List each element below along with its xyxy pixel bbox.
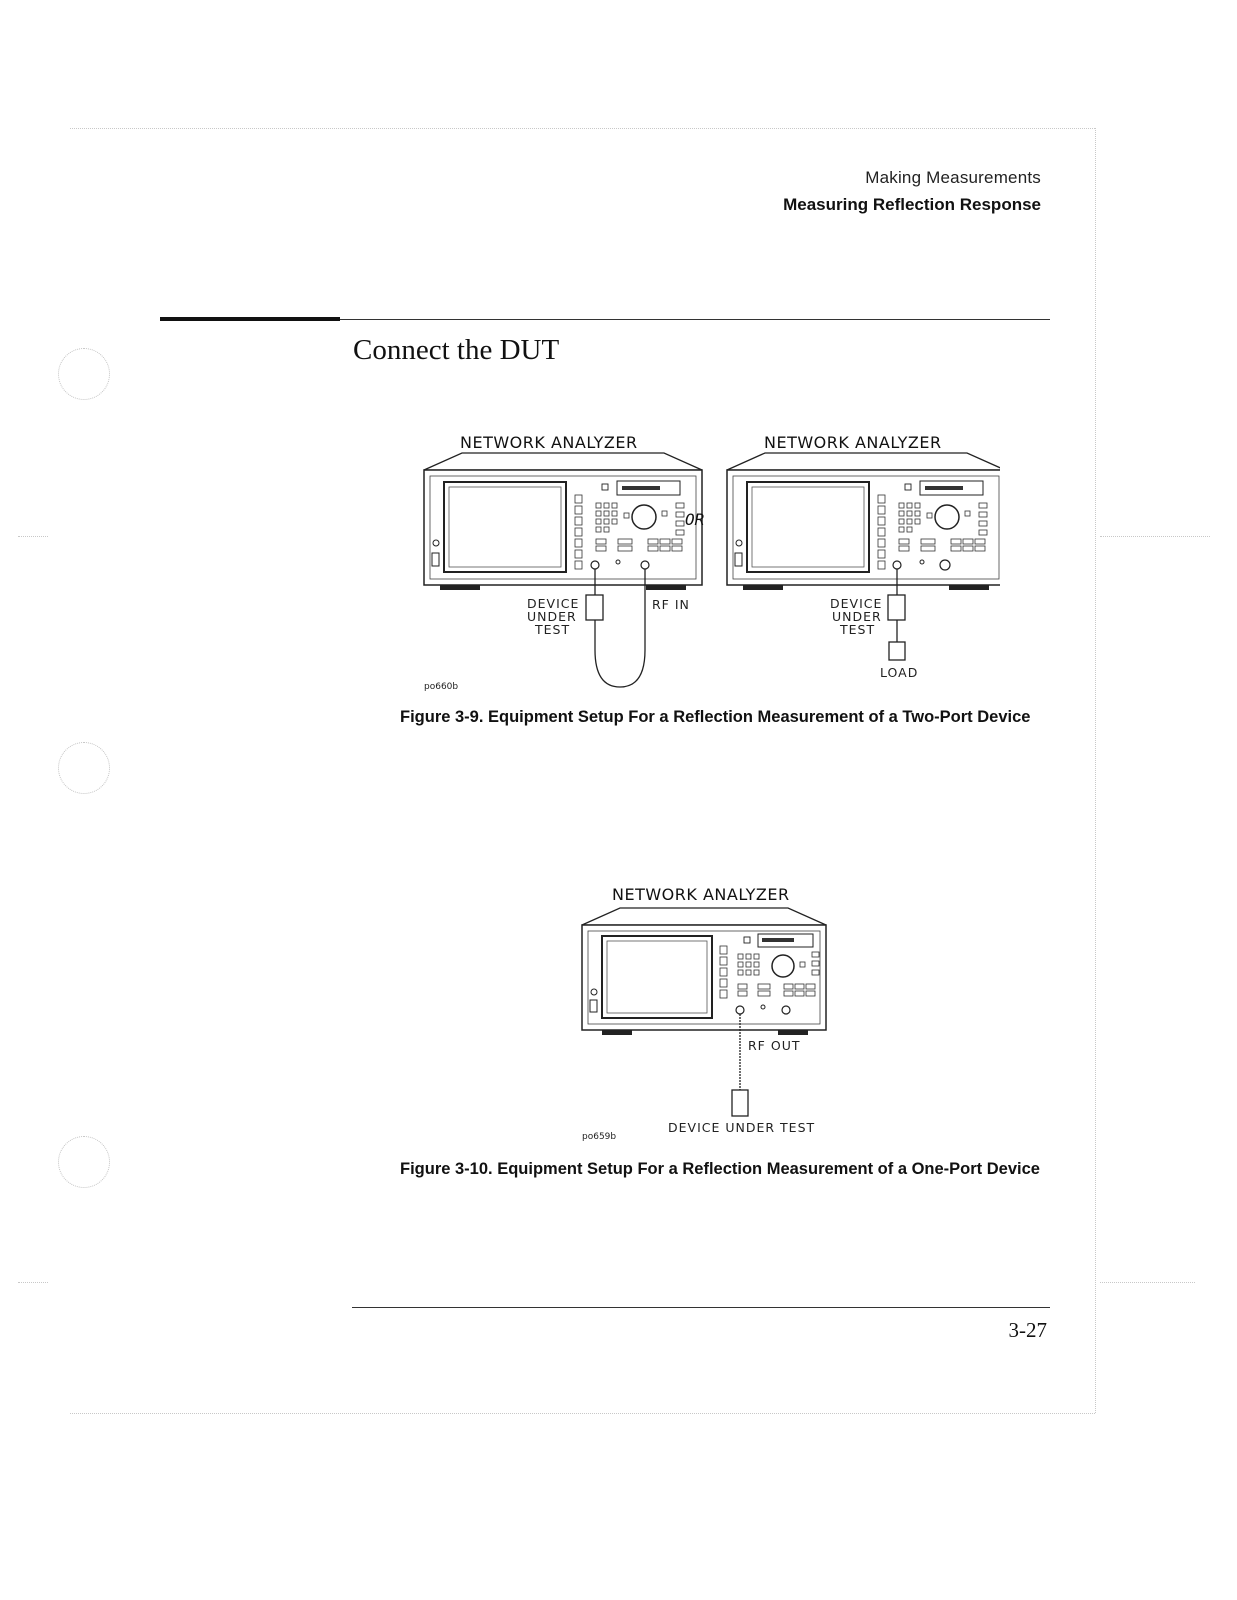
page-edge-right (1095, 128, 1096, 1413)
margin-tick-left-1 (18, 536, 48, 537)
section-title: Connect the DUT (353, 334, 560, 366)
figure-3-10-diagram: NETWORK ANALYZER RF OUT DEVICE UNDER TES… (581, 885, 827, 1142)
section-rule-thin (340, 319, 1050, 320)
figure-3-9-diagram: NETWORK ANALYZER NETWORK ANALYZER OR DEV… (423, 433, 1000, 692)
or-label: OR (685, 510, 704, 529)
left-network-analyzer (423, 452, 703, 591)
dut-label-line2: UNDER (527, 609, 577, 624)
figure-3-10-caption: Figure 3-10. Equipment Setup For a Refle… (400, 1160, 1040, 1178)
right-dut-label-line3: TEST (839, 622, 875, 637)
running-header-topic: Measuring Reflection Response (783, 195, 1041, 214)
punch-hole-bottom (58, 1136, 110, 1188)
footer-rule (352, 1307, 1050, 1308)
rf-out-label: RF OUT (748, 1038, 800, 1053)
right-analyzer-label: NETWORK ANALYZER (764, 433, 942, 452)
dut-label-line1: DEVICE (527, 596, 579, 611)
page-edge-bottom (70, 1413, 1095, 1414)
right-network-analyzer (726, 452, 1000, 591)
rf-in-label: RF IN (652, 597, 690, 612)
one-port-network-analyzer (581, 907, 827, 1036)
punch-hole-middle (58, 742, 110, 794)
margin-tick-left-2 (18, 1282, 48, 1283)
punch-hole-top (58, 348, 110, 400)
dut-label-line3: TEST (534, 622, 570, 637)
figure-3-9-id: po660b (424, 682, 458, 692)
margin-tick-right-2 (1100, 1282, 1195, 1283)
section-rule-thick (160, 317, 340, 321)
load-label: LOAD (880, 665, 918, 680)
right-dut-label-line1: DEVICE (830, 596, 882, 611)
left-analyzer-label: NETWORK ANALYZER (460, 433, 638, 452)
right-dut-label-line2: UNDER (832, 609, 882, 624)
one-port-analyzer-label: NETWORK ANALYZER (612, 885, 790, 904)
margin-tick-right-1 (1100, 536, 1210, 537)
figure-3-10-id: po659b (582, 1132, 616, 1142)
page-number: 3-27 (1008, 1318, 1048, 1342)
page-edge-top (70, 128, 1095, 129)
running-header-section: Making Measurements (865, 168, 1041, 187)
one-port-dut-label: DEVICE UNDER TEST (668, 1120, 815, 1135)
figure-3-9-caption: Figure 3-9. Equipment Setup For a Reflec… (400, 708, 1031, 726)
